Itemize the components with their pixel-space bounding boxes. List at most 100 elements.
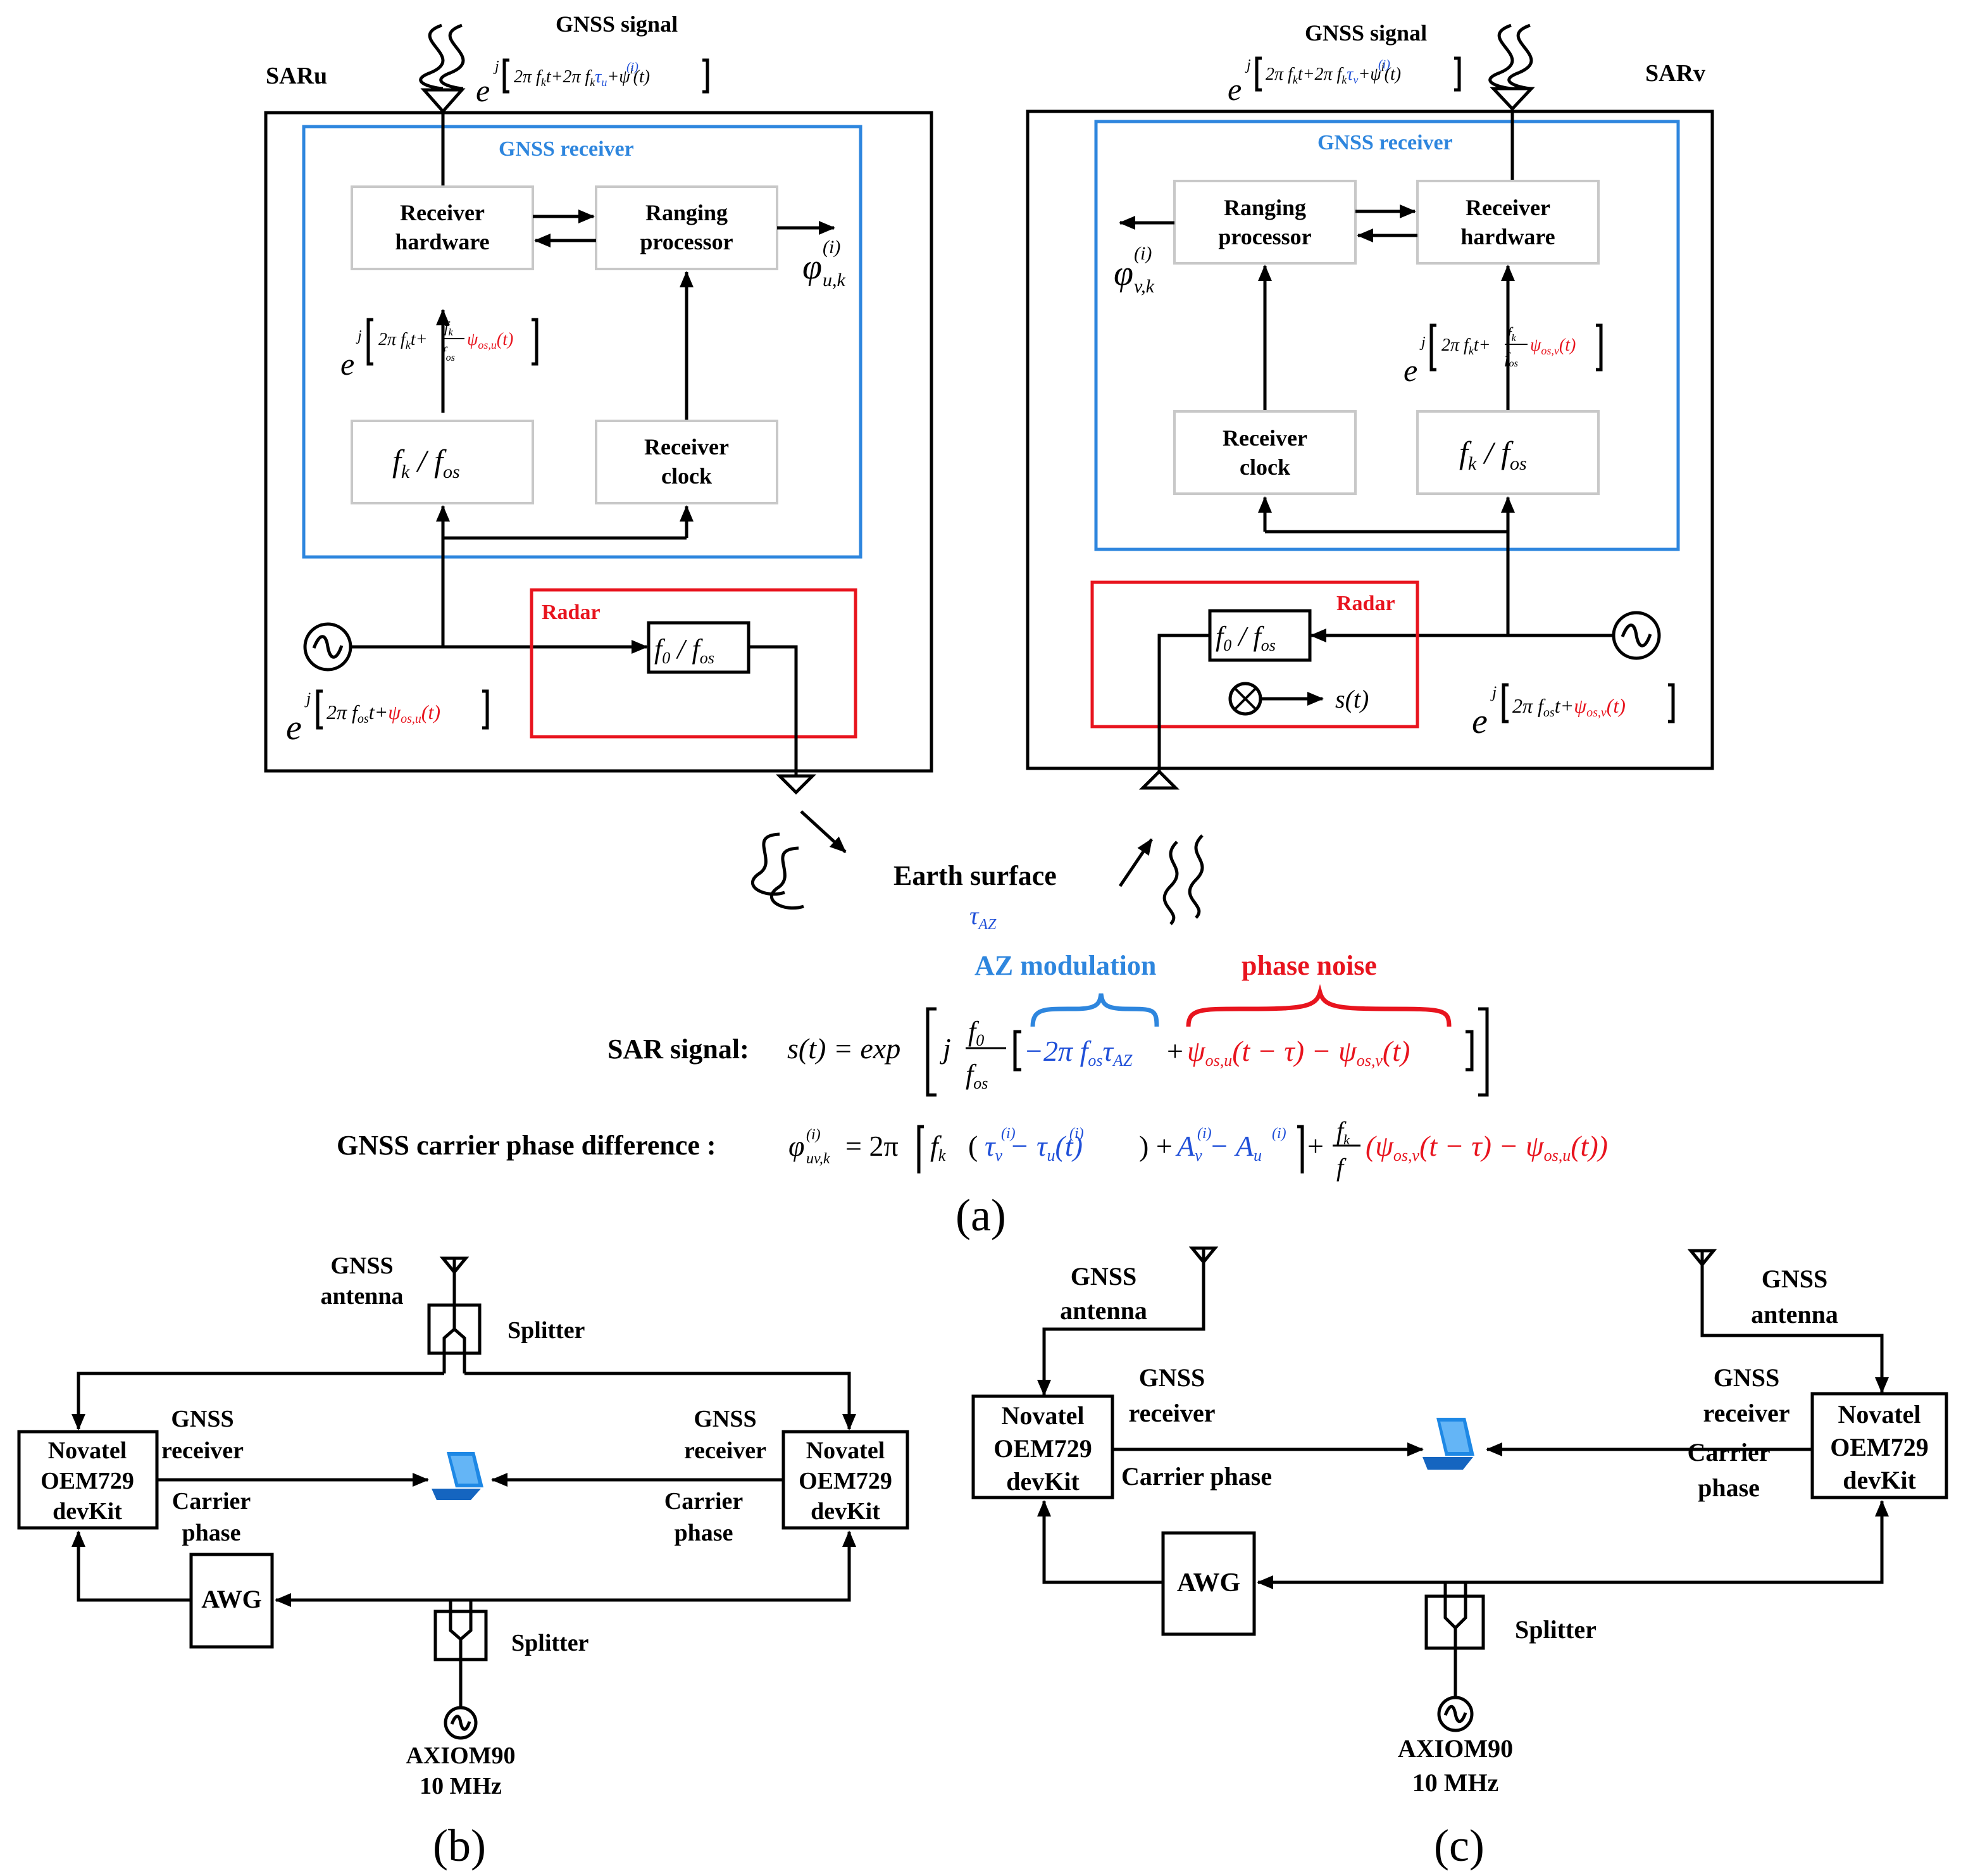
sarv-radar-box (1090, 580, 1419, 729)
c-right-gnss-antenna-line2: antenna (1751, 1300, 1838, 1329)
sarv-fk-fos-box (1416, 410, 1600, 495)
svg-text:ψos,v(t): ψos,v(t) (1530, 335, 1576, 357)
saru-ranging-processor-box (595, 185, 778, 270)
svg-text:j: j (356, 328, 362, 344)
svg-text:(i): (i) (1001, 1125, 1016, 1142)
svg-text:−2π fosτAZ: −2π fosτAZ (1024, 1035, 1133, 1070)
sarv-ranging-processor-box (1173, 180, 1357, 265)
saru-radar-label: Radar (542, 601, 601, 624)
svg-text:e: e (1472, 702, 1488, 741)
svg-text:τv − τu(t): τv − τu(t) (985, 1130, 1083, 1165)
saru-receiver-hardware-line1: Receiver (400, 200, 485, 225)
az-brace (1030, 993, 1159, 1027)
b-right-gnss-receiver-line1: GNSS (694, 1406, 756, 1432)
sarv-receiver-clock-box (1173, 410, 1357, 495)
saru-ranging-processor-line1: Ranging (645, 200, 728, 225)
sar-signal-label: SAR signal: (607, 1034, 749, 1065)
b-right-receiver-line1: Novatel (806, 1437, 885, 1464)
b-left-gnss-receiver-line2: receiver (161, 1437, 244, 1464)
b-right-receiver-line3: devKit (811, 1498, 880, 1525)
svg-text:e: e (476, 73, 490, 108)
svg-text:fos: fos (966, 1059, 988, 1092)
svg-text:(i): (i) (1069, 1125, 1084, 1142)
sarv-receiver-clock-line2: clock (1240, 454, 1290, 480)
svg-text:φ: φ (788, 1130, 804, 1162)
svg-text:2π fkt+: 2π fkt+ (1441, 335, 1491, 357)
saru-frame (264, 111, 933, 773)
c-right-receiver-line3: devKit (1843, 1466, 1916, 1494)
sarv-osc-equation: e j 2π fost+ψos,v(t) (1472, 683, 1675, 741)
svg-text:) +: ) + (1139, 1130, 1173, 1162)
svg-text:fos: fos (1505, 351, 1518, 369)
svg-text:e: e (286, 708, 302, 747)
b-right-carrier-phase-line2: phase (675, 1520, 733, 1546)
svg-text:(i): (i) (1134, 243, 1152, 264)
saru-fk-fos: fk / fos (392, 443, 460, 482)
splitter-icon (427, 1303, 482, 1373)
phase-noise-label: phase noise (1242, 950, 1377, 981)
noise-brace (1186, 984, 1452, 1027)
saru-ranging-processor-line2: processor (640, 229, 733, 254)
saru-receiver-clock-line1: Receiver (644, 434, 729, 460)
svg-text:Av − Au: Av − Au (1175, 1130, 1262, 1165)
antenna-icon (1488, 23, 1535, 111)
sarv-lo-equation: e j 2π fkt+ fk fos ψos,v(t) (1404, 323, 1603, 388)
svg-text:j: j (1419, 334, 1426, 351)
svg-text:fk: fk (444, 320, 454, 338)
svg-text:j: j (1245, 57, 1251, 73)
saru-phase-output: φ (i) u,k (802, 237, 846, 291)
caption-b: (b) (433, 1820, 486, 1871)
b-right-gnss-receiver-line2: receiver (684, 1437, 766, 1464)
panel-c: GNSS antenna GNSS antenna Novatel OEM729… (971, 1246, 1948, 1871)
saru-receiver-clock-line2: clock (661, 463, 712, 489)
sarv-gnss-receiver-box (1094, 120, 1680, 551)
sarv-frame (1026, 109, 1714, 770)
svg-text:v,k: v,k (1134, 276, 1155, 297)
saru-title: SARu (266, 63, 327, 89)
svg-text:s(t) = exp: s(t) = exp (787, 1032, 900, 1065)
caption-a: (a) (956, 1190, 1006, 1241)
sarv-gnss-signal-label: GNSS signal (1305, 20, 1427, 46)
saru-gnss-receiver-box (302, 125, 862, 559)
sarv-receiver-clock-line1: Receiver (1223, 425, 1307, 451)
svg-text:fk: fk (930, 1130, 946, 1165)
c-right-carrier-phase-line2: phase (1698, 1473, 1760, 1502)
b-splitter-top: Splitter (507, 1317, 585, 1344)
svg-text:j: j (304, 689, 311, 708)
svg-text:= 2π: = 2π (845, 1130, 899, 1162)
svg-text:fos: fos (442, 345, 455, 363)
laptop-icon (1423, 1418, 1474, 1470)
svg-text:(: ( (968, 1130, 978, 1162)
sarv-ranging-processor-line2: processor (1218, 224, 1311, 249)
c-right-carrier-phase-line1: Carrier (1687, 1438, 1770, 1466)
saru-lo-equation: e j 2π fkt+ fk fos ψos,u(t) (340, 318, 538, 382)
c-right-receiver-line2: OEM729 (1830, 1433, 1929, 1461)
antenna-icon (1037, 1246, 1219, 1396)
svg-text:(i): (i) (626, 60, 638, 74)
laptop-icon (432, 1452, 483, 1500)
oscillator-icon (444, 1706, 478, 1740)
splitter-icon (433, 1600, 488, 1706)
sarv-mixer-output: s(t) (1335, 685, 1369, 713)
svg-text:e: e (340, 346, 354, 382)
oscillator-icon (303, 622, 352, 672)
svg-text:2π fkt+2π fkτv+ψi(t): 2π fkt+2π fkτv+ψi(t) (1266, 61, 1401, 86)
panel-b: GNSS antenna Splitter Novatel OEM729 dev… (17, 1253, 909, 1871)
saru-radar-box (530, 588, 857, 739)
svg-text:(ψos,v(t − τ) − ψos,u(t)): (ψos,v(t − τ) − ψos,u(t)) (1366, 1130, 1608, 1165)
saru-f0-fos-box (647, 621, 750, 674)
c-splitter: Splitter (1515, 1615, 1597, 1644)
c-clock-source-line1: AXIOM90 (1398, 1734, 1513, 1763)
saru-panel: SARu GNSS signal e j 2π fkt+2π fkτu+ψi(t… (264, 11, 933, 795)
svg-text:2π fkt+2π fkτu+ψi(t): 2π fkt+2π fkτu+ψi(t) (514, 63, 650, 89)
sarv-gnss-signal-equation: e j 2π fkt+2π fkτv+ψi(t) (i) (1228, 56, 1461, 107)
c-right-receiver-line1: Novatel (1838, 1400, 1921, 1429)
saru-receiver-clock-box (595, 420, 778, 504)
saru-gnss-receiver-label: GNSS receiver (499, 137, 634, 161)
c-left-receiver-line3: devKit (1006, 1467, 1080, 1496)
b-gnss-antenna-line1: GNSS (330, 1253, 393, 1279)
saru-fk-fos-box (351, 420, 534, 504)
svg-text:ψos,u(t): ψos,u(t) (467, 330, 513, 351)
svg-text:f0: f0 (968, 1016, 984, 1049)
sarv-ranging-processor-line1: Ranging (1224, 195, 1306, 220)
